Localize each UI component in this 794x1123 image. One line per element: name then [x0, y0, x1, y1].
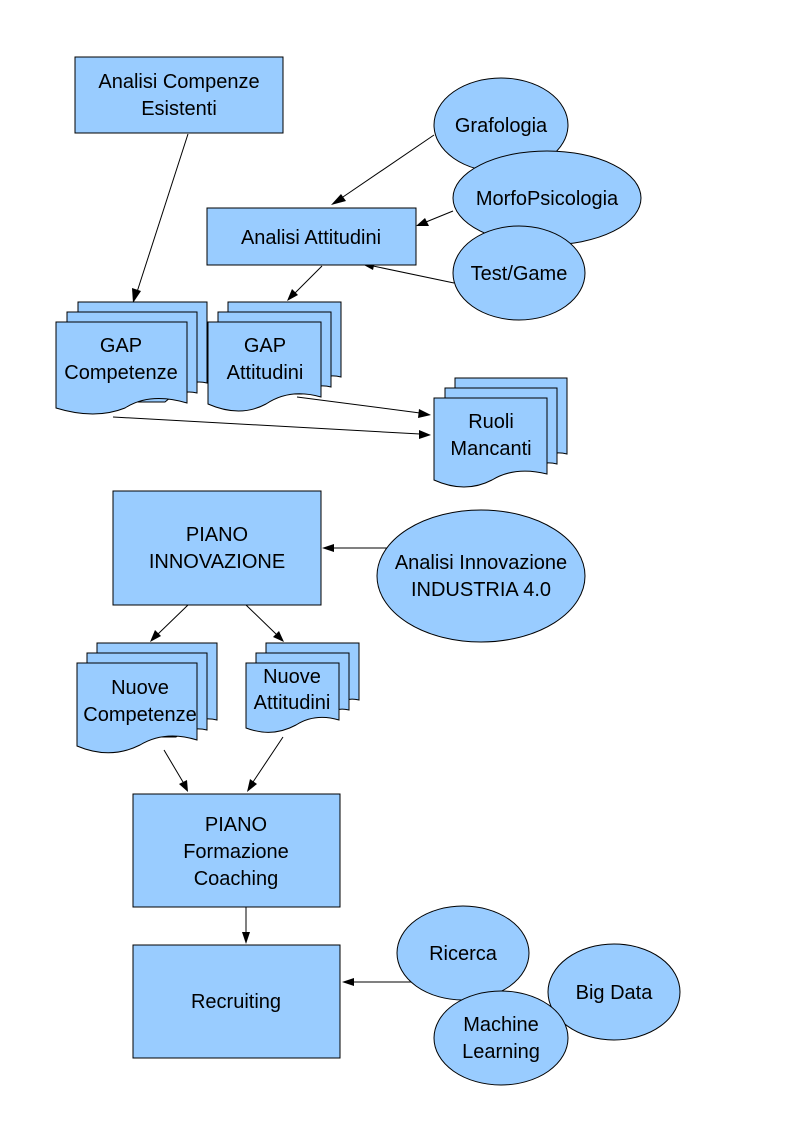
arrow-morfopsicologia-to-analisi-attitudini	[416, 210, 454, 226]
arrow-grafologia-to-analisi-attitudini	[331, 134, 435, 205]
piano-formazione-box: PIANO Formazione Coaching	[132, 793, 341, 908]
gap-attitudini-line2: Attitudini	[227, 362, 304, 384]
piano-formazione-line1: PIANO	[205, 814, 267, 836]
morfopsicologia-label: MorfoPsicologia	[476, 188, 619, 210]
analisi-innovazione-ellipse: Analisi Innovazione INDUSTRIA 4.0	[376, 509, 586, 643]
test-game-label: Test/Game	[471, 263, 568, 285]
analisi-competenze-line2: Esistenti	[141, 98, 217, 120]
gap-competenze-line2: Competenze	[64, 362, 177, 384]
nuove-competenze-docs: Nuove Competenze	[76, 642, 218, 754]
recruiting-label: Recruiting	[191, 991, 281, 1013]
machine-learning-line2: Learning	[462, 1041, 540, 1063]
edges	[112, 133, 455, 986]
arrow-nuove-attitudini-to-piano-formazione	[247, 736, 284, 792]
ricerca-label: Ricerca	[429, 943, 498, 965]
test-game-ellipse: Test/Game	[452, 225, 586, 321]
gap-attitudini-docs: GAP Attitudini	[207, 301, 342, 412]
arrow-analisi-competenze-to-gap-competenze	[132, 133, 189, 303]
big-data-ellipse: Big Data	[547, 943, 681, 1041]
gap-competenze-line1: GAP	[100, 335, 142, 357]
analisi-attitudini-box: Analisi Attitudini	[206, 207, 417, 266]
nuove-competenze-line1: Nuove	[111, 677, 169, 699]
analisi-innovazione-line2: INDUSTRIA 4.0	[411, 579, 551, 601]
piano-innovazione-box: PIANO INNOVAZIONE	[112, 490, 322, 606]
arrow-nuove-competenze-to-piano-formazione	[163, 749, 188, 792]
arrow-piano-innovazione-to-nuove-attitudini	[245, 604, 284, 642]
analisi-competenze-line1: Analisi Compenze	[98, 71, 259, 93]
arrow-piano-innovazione-to-nuove-competenze	[150, 604, 189, 642]
ricerca-ellipse: Ricerca	[396, 905, 530, 1001]
big-data-label: Big Data	[576, 982, 654, 1004]
gap-attitudini-line1: GAP	[244, 335, 286, 357]
gap-competenze-docs: GAP Competenze	[55, 301, 208, 415]
arrow-piano-formazione-to-recruiting	[242, 907, 250, 944]
arrow-analisi-attitudini-to-gap-attitudini	[287, 265, 323, 301]
arrow-gap-competenze-to-ruoli-mancanti	[112, 416, 431, 439]
nuove-competenze-line2: Competenze	[83, 704, 196, 726]
recruiting-box: Recruiting	[132, 944, 341, 1059]
piano-formazione-line3: Coaching	[194, 868, 279, 890]
ruoli-mancanti-line1: Ruoli	[468, 411, 514, 433]
arrow-gap-attitudini-to-ruoli-mancanti	[296, 396, 431, 418]
piano-formazione-line2: Formazione	[183, 841, 289, 863]
piano-innovazione-line1: PIANO	[186, 524, 248, 546]
grafologia-label: Grafologia	[455, 115, 548, 137]
analisi-competenze-box: Analisi Compenze Esistenti	[74, 56, 284, 134]
machine-learning-ellipse: Machine Learning	[433, 990, 569, 1086]
nuove-attitudini-line1: Nuove	[263, 666, 321, 688]
analisi-innovazione-line1: Analisi Innovazione	[395, 552, 567, 574]
ruoli-mancanti-line2: Mancanti	[450, 438, 531, 460]
analisi-attitudini-label: Analisi Attitudini	[241, 227, 381, 249]
nuove-attitudini-line2: Attitudini	[254, 692, 331, 714]
nuove-attitudini-docs: Nuove Attitudini	[245, 642, 360, 733]
piano-innovazione-line2: INNOVAZIONE	[149, 551, 285, 573]
ruoli-mancanti-docs: Ruoli Mancanti	[433, 377, 568, 488]
machine-learning-line1: Machine	[463, 1014, 539, 1036]
